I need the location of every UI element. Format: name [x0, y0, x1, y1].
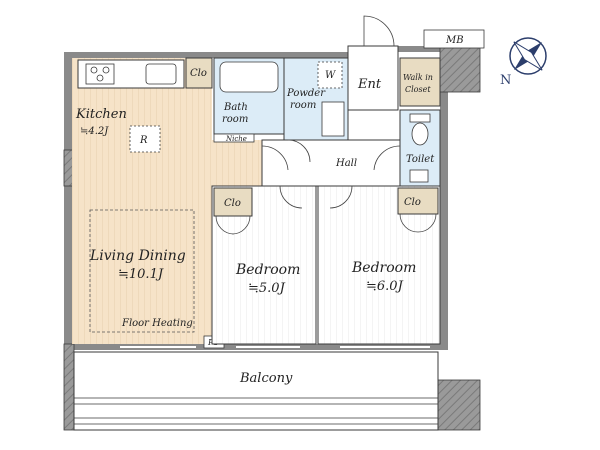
bedroom-2: Clo Bedroom ≒6.0J: [317, 185, 441, 345]
toilet-bowl-icon: [411, 122, 429, 146]
floor-heating-area: [89, 209, 195, 333]
bedroom2-closet-door: [399, 213, 437, 233]
toilet-sink-icon: [409, 169, 429, 183]
bedroom1-label: Bedroom: [235, 262, 300, 278]
closet-bedroom2-label: Clo: [404, 197, 421, 208]
entrance: Ent Walk in Closet: [347, 15, 441, 111]
living-floor-ext: [212, 140, 262, 186]
refrigerator-icon: [129, 125, 161, 153]
bedroom2-label: Bedroom: [351, 260, 416, 276]
right-outer-wall: [440, 46, 448, 346]
bedroom2-closet: [397, 187, 439, 215]
entrance-door-swing: [363, 15, 395, 47]
left-outer-wall: [64, 52, 72, 348]
toilet-tank-icon: [409, 113, 431, 123]
compass-n-label: N: [500, 73, 511, 88]
hall-floor: [261, 139, 401, 187]
kitchen-closet: [185, 57, 213, 89]
washer-space: [317, 61, 343, 89]
niche: [213, 133, 255, 143]
balcony-floor: [73, 351, 439, 431]
wet-areas: Bath room Niche Powder room W: [213, 57, 349, 143]
bath-label-1: Bath: [223, 102, 248, 113]
mb-label: MB: [445, 35, 464, 46]
top-wall-left: [64, 52, 364, 58]
left-balcony-column: [63, 343, 75, 431]
mb-box: [423, 29, 485, 49]
living-dining-area: ≒10.1J: [118, 267, 164, 282]
living-dining-kitchen: Clo R Kitchen ≒4.2J Living Dining ≒10.1J…: [72, 57, 262, 349]
toilet-label: Toilet: [406, 154, 435, 165]
powder-door-swing: [287, 139, 311, 163]
refrigerator-label: R: [139, 135, 148, 146]
hall: Hall: [261, 139, 401, 187]
vanity-icon: [321, 101, 345, 137]
closet-bedroom1-label: Clo: [224, 198, 241, 209]
top-wall-right: [398, 46, 444, 52]
ent-label: Ent: [357, 77, 382, 92]
powder-label-2: room: [290, 100, 316, 111]
bedroom1-area: ≒5.0J: [248, 281, 286, 296]
kitchen-area: ≒4.2J: [80, 126, 109, 137]
kitchen-label: Kitchen: [75, 107, 127, 122]
bathtub-icon: [219, 61, 279, 93]
bedroom2-door-swing: [329, 185, 353, 209]
washer-label: W: [325, 70, 336, 81]
entrance-floor: [347, 45, 399, 111]
hall-label: Hall: [335, 158, 357, 169]
wic-label-1: Walk in: [403, 73, 433, 82]
toilet-room: Toilet: [399, 109, 441, 187]
stove-icon: [85, 63, 115, 85]
wic-label-2: Closet: [405, 85, 431, 94]
niche-label: Niche: [225, 135, 247, 143]
bath-label-2: room: [222, 114, 248, 125]
sink-icon: [145, 63, 177, 85]
bedroom1-closet: [213, 187, 253, 217]
walk-in-closet: [399, 57, 441, 107]
hall-door-swing-2: [373, 145, 401, 171]
powder-label-1: Powder: [286, 88, 326, 99]
bedroom2-area: ≒6.0J: [366, 279, 404, 294]
right-balcony-column: [433, 379, 481, 431]
floor-heating-label: Floor Heating: [121, 318, 193, 329]
right-upper-column: [439, 45, 481, 93]
closet-kitchen-label: Clo: [190, 68, 207, 79]
balcony-label: Balcony: [239, 371, 293, 386]
bedroom-1: Clo Bedroom ≒5.0J: [211, 185, 317, 345]
compass-icon: [509, 37, 547, 75]
living-floor: [72, 150, 212, 344]
bedroom1-door-swing: [279, 185, 303, 209]
hall-door-swing-1: [261, 145, 289, 171]
bedroom1-closet-door: [215, 215, 251, 235]
balcony-area: [73, 351, 439, 431]
living-dining-label: Living Dining: [89, 248, 186, 264]
